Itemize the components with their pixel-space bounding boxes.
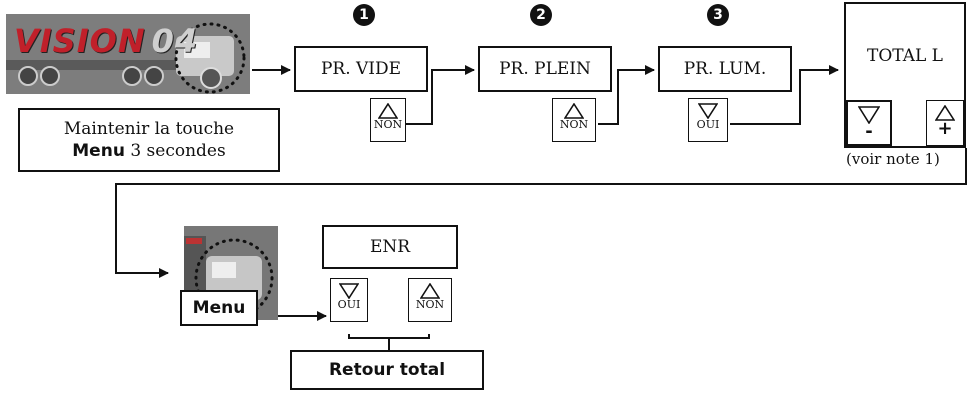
down-triangle-icon xyxy=(339,283,359,299)
key-oui-3[interactable]: OUI xyxy=(688,98,728,142)
arrow-non1-to-plein xyxy=(406,65,475,125)
down-triangle-icon xyxy=(698,103,718,119)
save-enr-box: ENR xyxy=(322,225,458,269)
hint-line2: 3 secondes xyxy=(130,141,226,161)
key-non-2-label: NON xyxy=(559,118,589,131)
hint-menu-word: Menu xyxy=(72,141,125,161)
hint-line1: Maintenir la touche xyxy=(63,119,235,139)
up-triangle-icon xyxy=(935,105,955,121)
step-number-3: 3 xyxy=(707,4,729,26)
logo-number: 04 xyxy=(151,22,199,60)
minus-sign: - xyxy=(865,121,873,142)
key-non-enr-label: NON xyxy=(415,298,445,311)
arrow-oui-to-total xyxy=(730,65,839,125)
step-pr-plein: PR. PLEIN xyxy=(478,46,612,92)
step-pr-lum: PR. LUM. xyxy=(658,46,792,92)
retour-total-box: Retour total xyxy=(290,350,484,390)
arrow-total-to-menu xyxy=(115,148,967,278)
key-non-2[interactable]: NON xyxy=(552,98,596,142)
link-keys-to-retour xyxy=(348,334,430,339)
up-triangle-icon xyxy=(420,283,440,299)
key-plus[interactable]: + xyxy=(926,100,964,146)
key-oui-3-label: OUI xyxy=(696,118,720,131)
key-non-enr[interactable]: NON xyxy=(408,278,452,322)
key-non-1[interactable]: NON xyxy=(370,98,406,142)
menu-key[interactable]: Menu xyxy=(180,290,258,326)
step-number-2: 2 xyxy=(530,4,552,26)
key-oui-enr-label: OUI xyxy=(337,298,361,311)
truck-graphic xyxy=(6,14,250,94)
key-non-1-label: NON xyxy=(373,118,403,131)
step-total-l-label: TOTAL L xyxy=(867,46,943,66)
step-pr-vide: PR. VIDE xyxy=(294,46,428,92)
key-oui-enr[interactable]: OUI xyxy=(330,278,368,322)
step-number-1: 1 xyxy=(353,4,375,26)
plus-sign: + xyxy=(937,118,953,139)
down-triangle-icon xyxy=(858,106,880,124)
note-text: (voir note 1) xyxy=(846,150,940,168)
up-triangle-icon xyxy=(378,103,398,119)
hint-box: Maintenir la touche Menu 3 secondes xyxy=(18,108,280,172)
up-triangle-icon xyxy=(564,103,584,119)
arrow-non2-to-lum xyxy=(598,65,655,125)
logo-text: VISION xyxy=(14,22,146,60)
key-minus[interactable]: - xyxy=(846,100,892,146)
